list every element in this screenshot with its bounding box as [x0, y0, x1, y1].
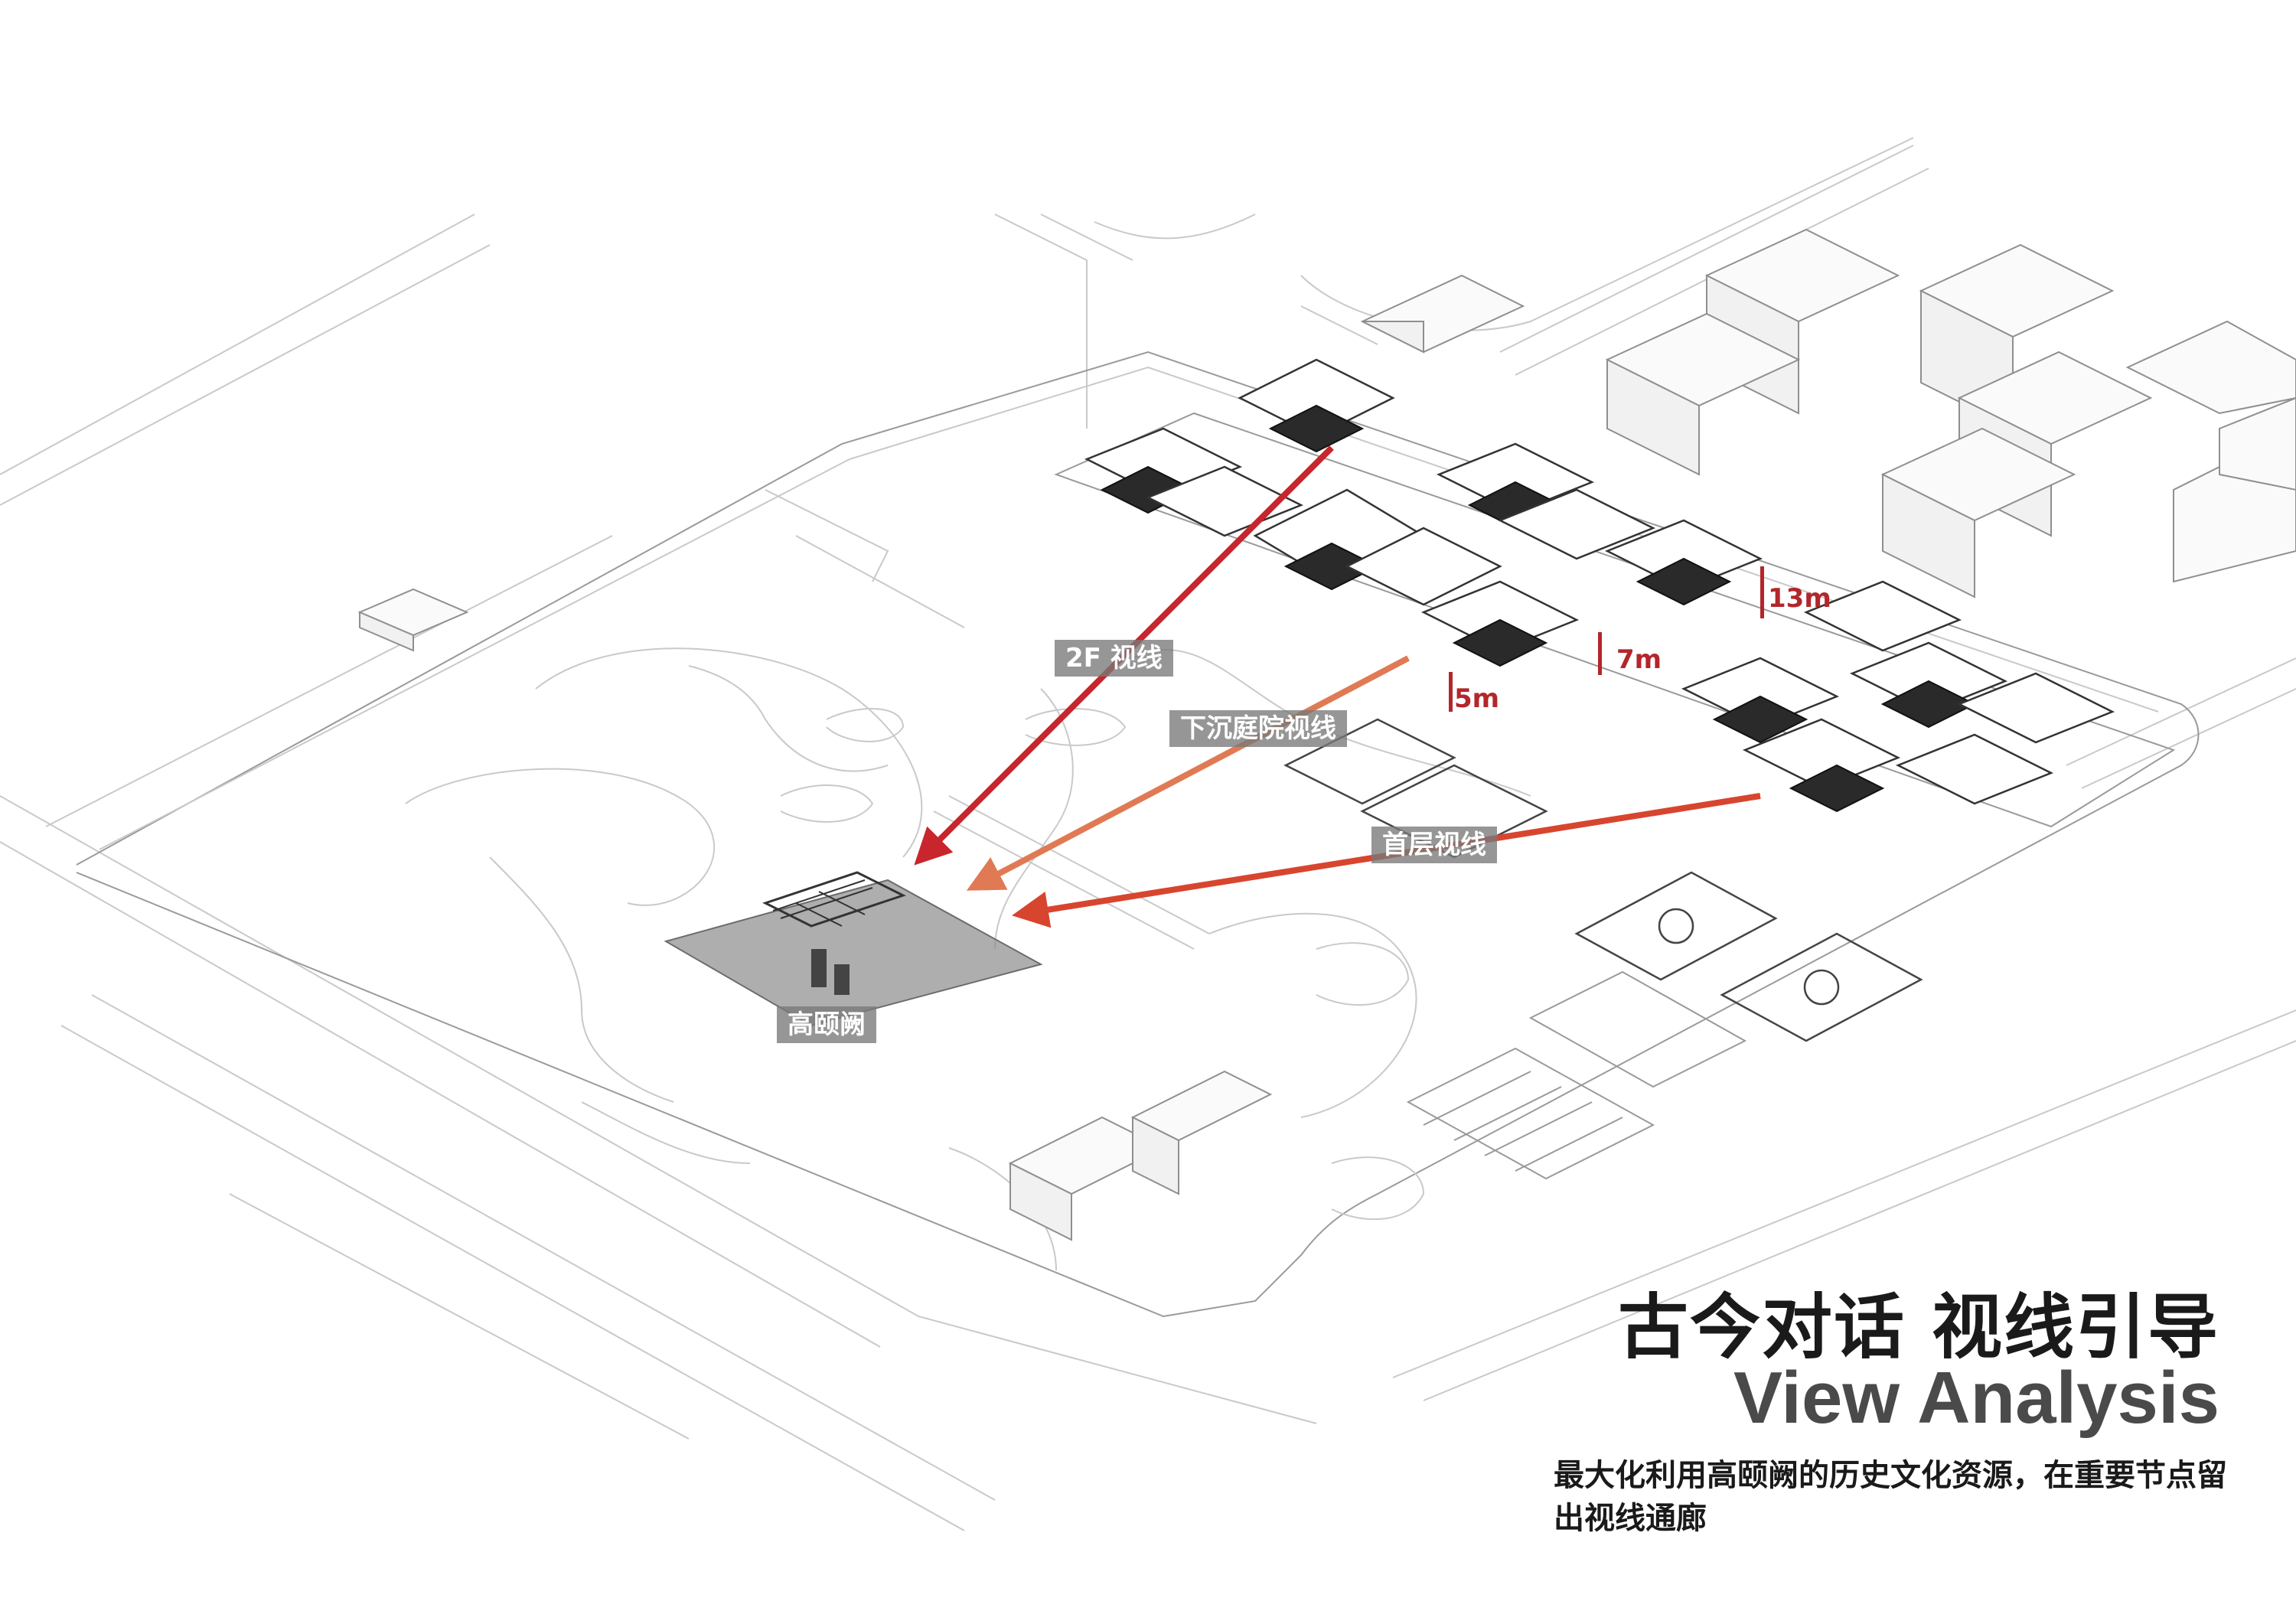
sightline-sunken-label: 下沉庭院视线 [1169, 710, 1347, 747]
page-title-chinese: 古今对话 视线引导 [1617, 1286, 2219, 1368]
lower-buildings [1008, 1070, 1273, 1241]
height-marker-13m-bar [1760, 566, 1764, 618]
background-blocks [357, 228, 2296, 652]
sightline-2f-label: 2F 视线 [1055, 640, 1173, 677]
height-marker-7m: 7m [1616, 644, 1662, 675]
sightline-sunken-arrow [966, 655, 1410, 891]
height-marker-7m-bar [1598, 632, 1602, 675]
parking-lot [1406, 970, 1747, 1180]
height-marker-13m: 13m [1768, 583, 1831, 614]
page-title-english: View Analysis [1733, 1357, 2219, 1439]
park-paths [405, 647, 1531, 1271]
height-marker-5m-bar [1449, 672, 1453, 712]
landmark-label: 高颐阙 [777, 1006, 876, 1043]
surrounding-roads [0, 137, 2296, 1531]
gaoyique-landmark-area [664, 871, 1043, 1027]
football-fields [1574, 871, 1923, 1042]
height-marker-5m: 5m [1454, 683, 1500, 714]
building-complex [1054, 358, 2176, 828]
description-text: 最大化利用高颐阙的历史文化资源，在重要节点留出视线通廊 [1554, 1458, 2227, 1536]
sightline-ground-label: 首层视线 [1371, 827, 1497, 863]
